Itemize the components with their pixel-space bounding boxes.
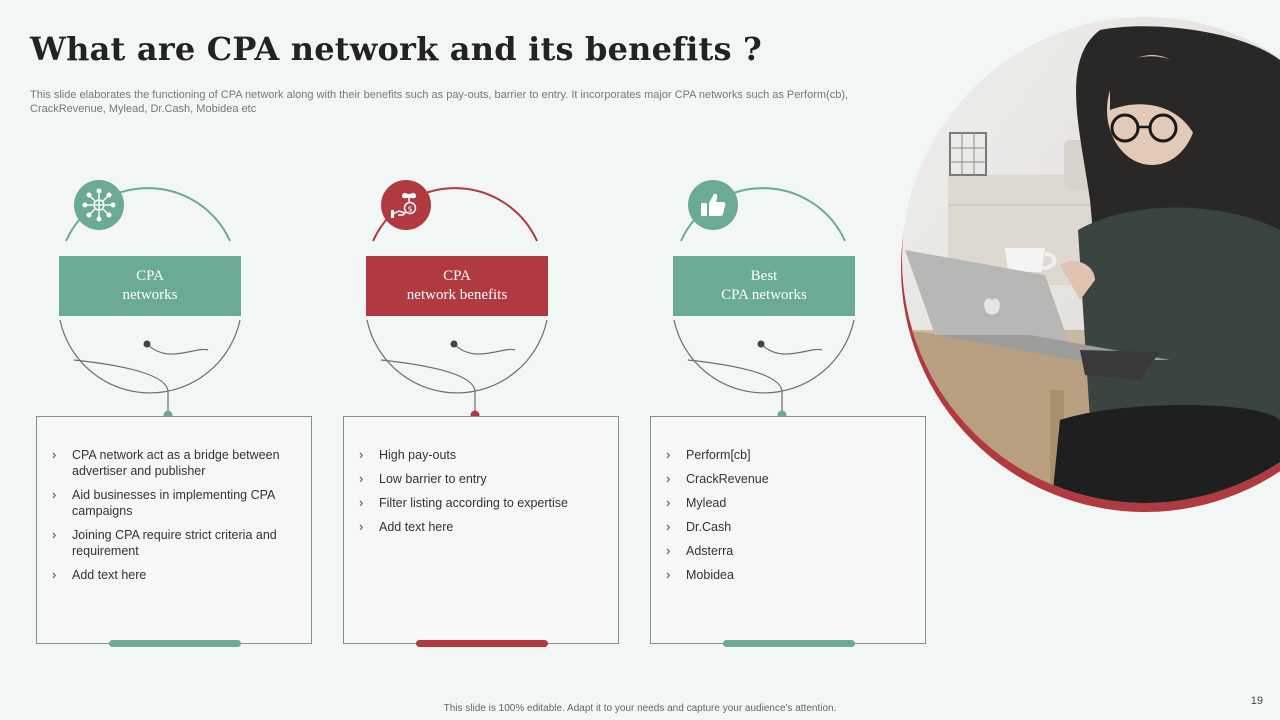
list-item: Add text here: [359, 519, 594, 535]
bullet-list: Perform[cb] CrackRevenue Mylead Dr.Cash …: [651, 417, 925, 583]
bullet-list: High pay-outs Low barrier to entry Filte…: [344, 417, 618, 535]
list-item: Mobidea: [666, 567, 901, 583]
thumbs-up-icon: [688, 180, 738, 230]
list-item: Filter listing according to expertise: [359, 495, 594, 511]
heading-line-2: CPA networks: [721, 287, 807, 303]
network-icon: [74, 180, 124, 230]
list-item: CrackRevenue: [666, 471, 901, 487]
heading-band-cpa-networks: CPA networks: [59, 256, 241, 316]
list-item: Perform[cb]: [666, 447, 901, 463]
list-item: CPA network act as a bridge between adve…: [52, 447, 287, 479]
heading-line-2: network benefits: [406, 287, 508, 303]
list-item: Adsterra: [666, 543, 901, 559]
money-plant-icon: $: [381, 180, 431, 230]
card-cpa-network-benefits: High pay-outs Low barrier to entry Filte…: [343, 416, 619, 647]
list-item: Mylead: [666, 495, 901, 511]
heading-line-1: CPA: [443, 268, 471, 284]
heading-line-2: networks: [122, 287, 178, 303]
slide-title: What are CPA network and its benefits ?: [30, 30, 762, 68]
footer-note: This slide is 100% editable. Adapt it to…: [443, 703, 837, 714]
bullet-list: CPA network act as a bridge between adve…: [37, 417, 311, 583]
list-item: Joining CPA require strict criteria and …: [52, 527, 287, 559]
list-item: Add text here: [52, 567, 287, 583]
card-cpa-networks: CPA network act as a bridge between adve…: [36, 416, 312, 647]
svg-text:$: $: [407, 205, 412, 214]
card-best-cpa-networks: Perform[cb] CrackRevenue Mylead Dr.Cash …: [650, 416, 926, 647]
list-item: Dr.Cash: [666, 519, 901, 535]
slide-subtitle: This slide elaborates the functioning of…: [30, 89, 849, 115]
list-item: Low barrier to entry: [359, 471, 594, 487]
heading-band-cpa-network-benefits: CPA network benefits: [366, 256, 548, 316]
card-accent-bar: [416, 640, 548, 647]
card-accent-bar: [723, 640, 855, 647]
list-item: Aid businesses in implementing CPA campa…: [52, 487, 287, 519]
heading-line-1: Best: [750, 268, 778, 284]
list-item: High pay-outs: [359, 447, 594, 463]
page-number: 19: [1250, 695, 1263, 707]
heading-band-best-cpa-networks: Best CPA networks: [673, 256, 855, 316]
heading-line-1: CPA: [136, 268, 164, 284]
card-accent-bar: [109, 640, 241, 647]
